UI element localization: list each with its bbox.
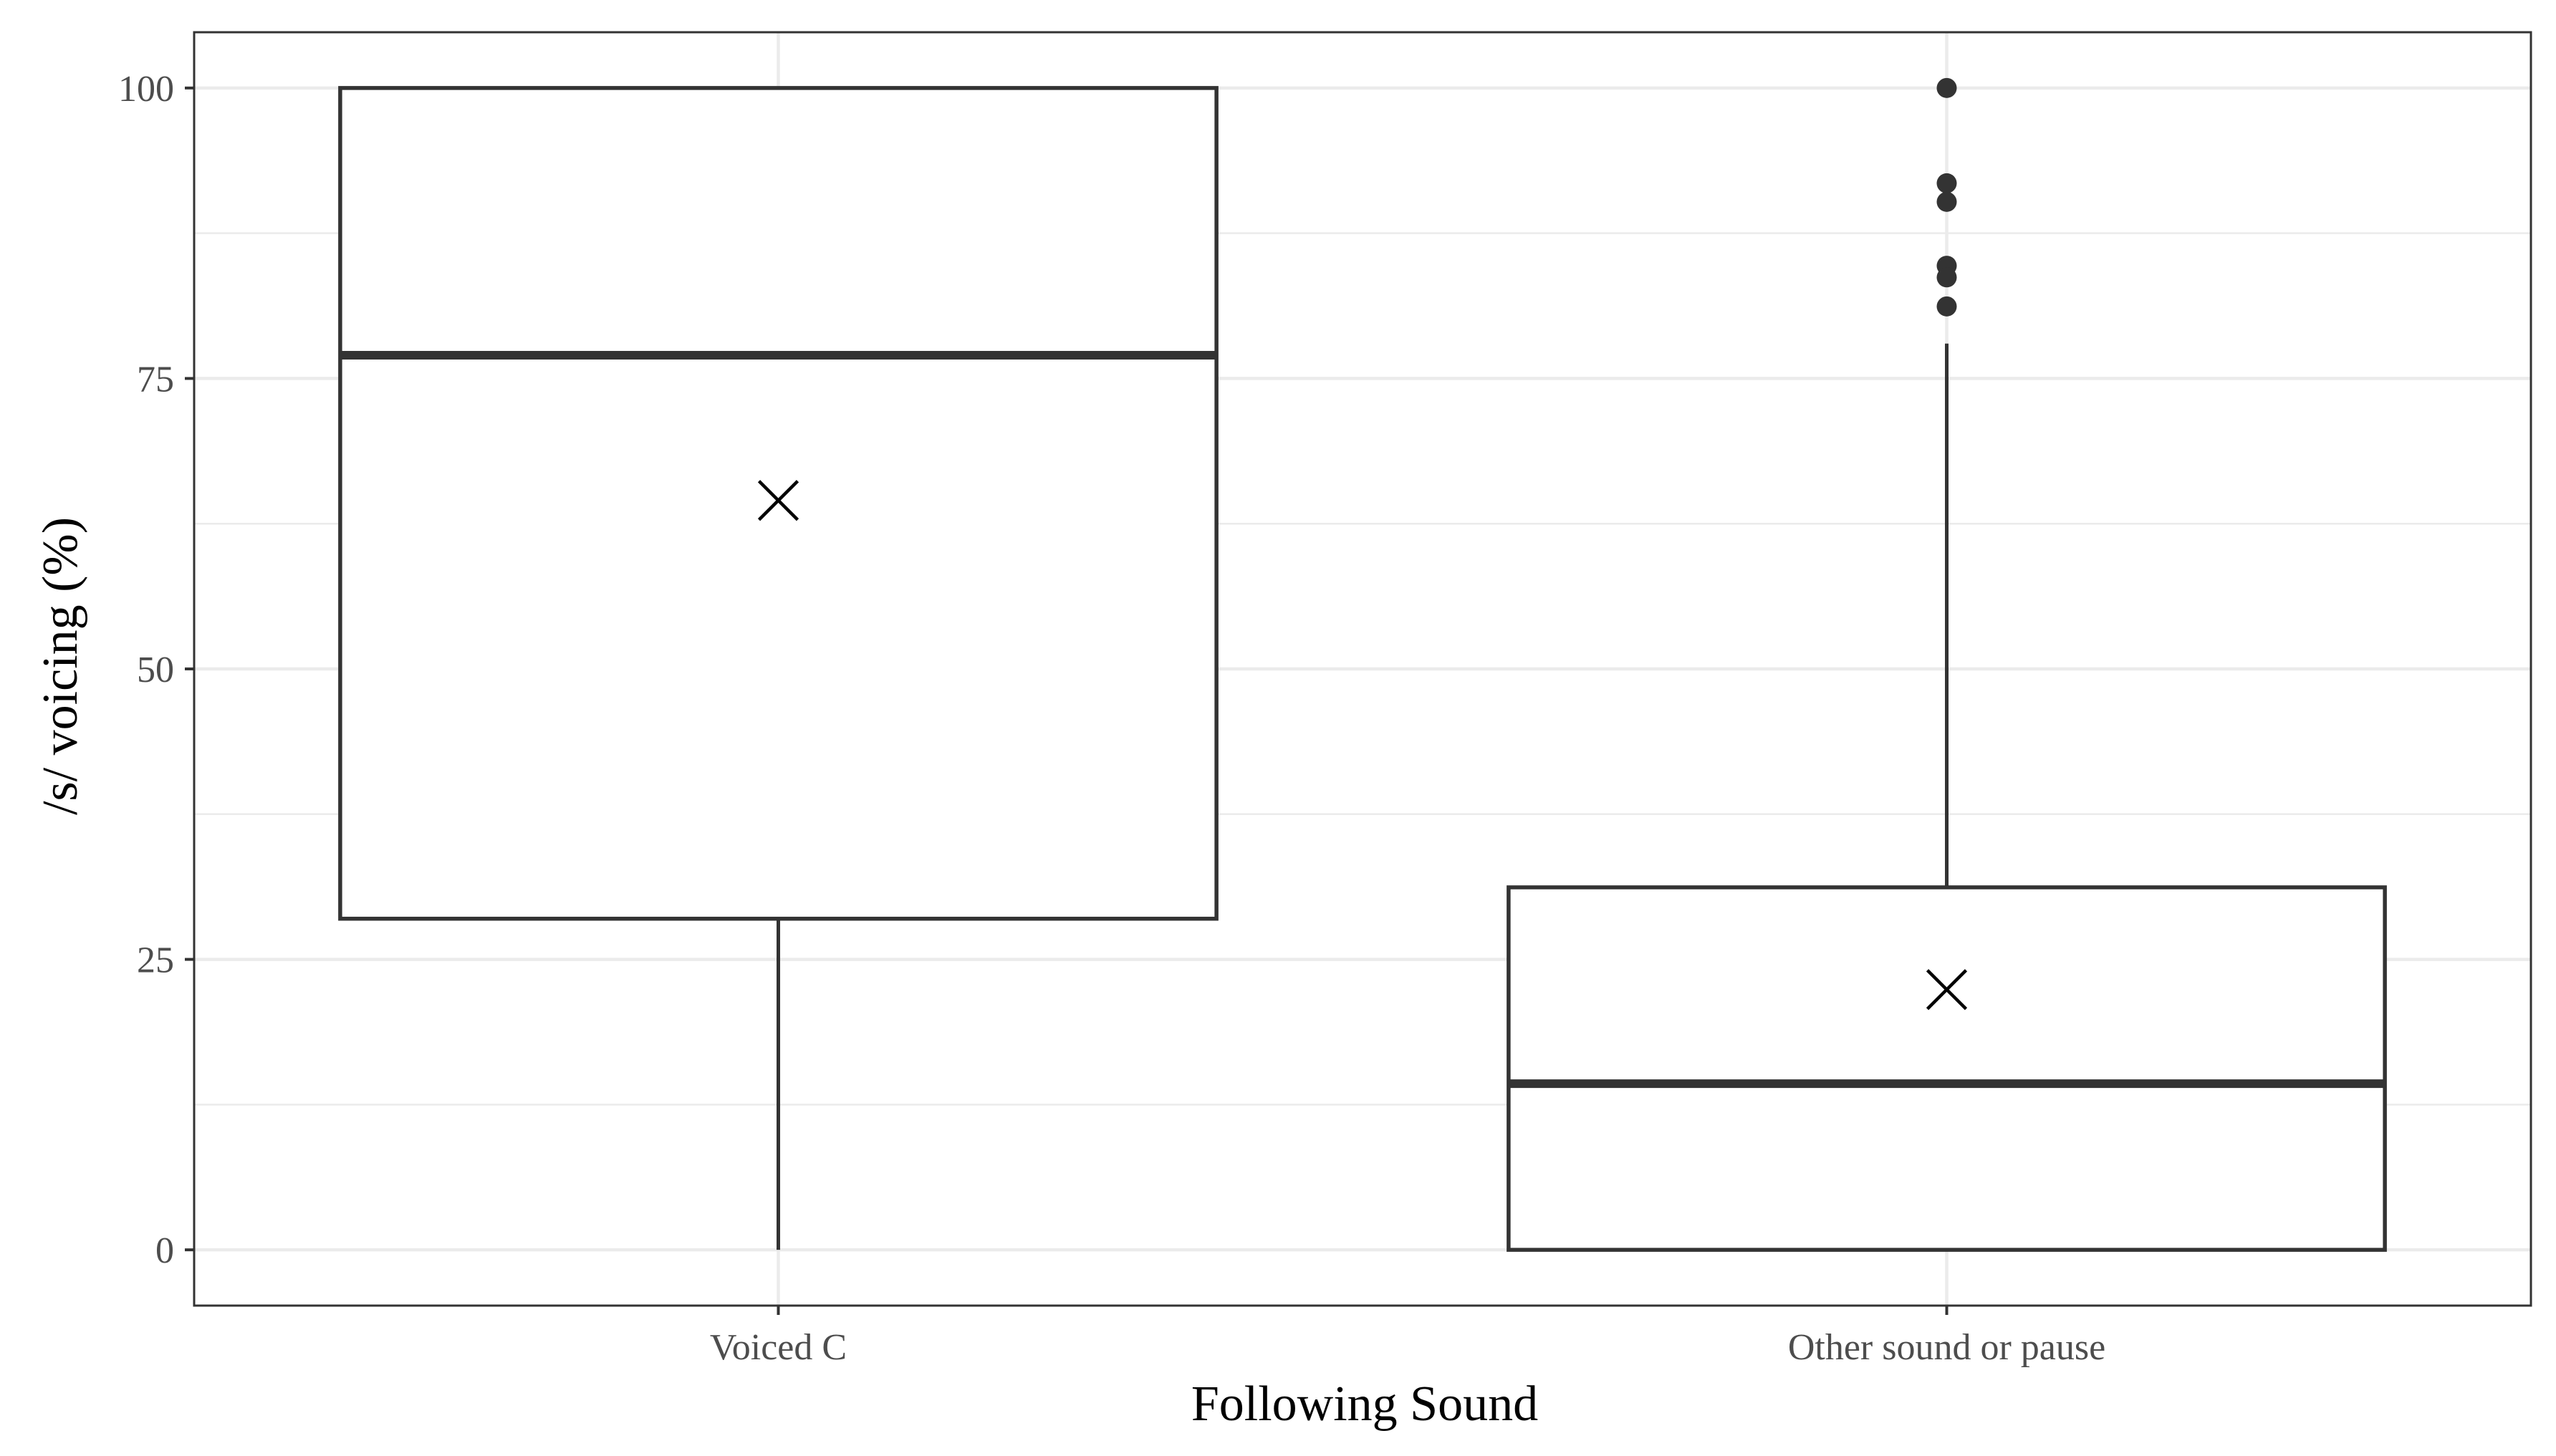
box-iqr [1507, 885, 2387, 1252]
y-axis-title: /s/ voicing (%) [33, 517, 88, 815]
y-tick-label: 75 [137, 359, 174, 400]
x-tick-label: Voiced C [710, 1327, 847, 1368]
outlier-point [1936, 173, 1957, 193]
mean-marker-stroke [1926, 969, 1968, 1011]
box-group [338, 86, 1219, 1250]
box-group [1507, 77, 2387, 1252]
outlier-point [1936, 267, 1957, 288]
mean-marker [1926, 969, 1968, 1011]
x-tick-label: Other sound or pause [1788, 1327, 2105, 1368]
y-tick-label: 25 [137, 940, 174, 981]
mean-marker [757, 480, 799, 521]
boxes [338, 77, 2387, 1252]
mean-marker-stroke [757, 480, 799, 521]
outlier-point [1936, 191, 1957, 212]
box-iqr [338, 86, 1219, 921]
outlier-point [1936, 77, 1957, 98]
x-axis-title: Following Sound [1191, 1377, 1538, 1432]
y-tick-label: 50 [137, 650, 174, 690]
y-tick-label: 100 [118, 69, 174, 110]
y-tick-label: 0 [155, 1230, 174, 1271]
outlier-point [1936, 296, 1957, 317]
